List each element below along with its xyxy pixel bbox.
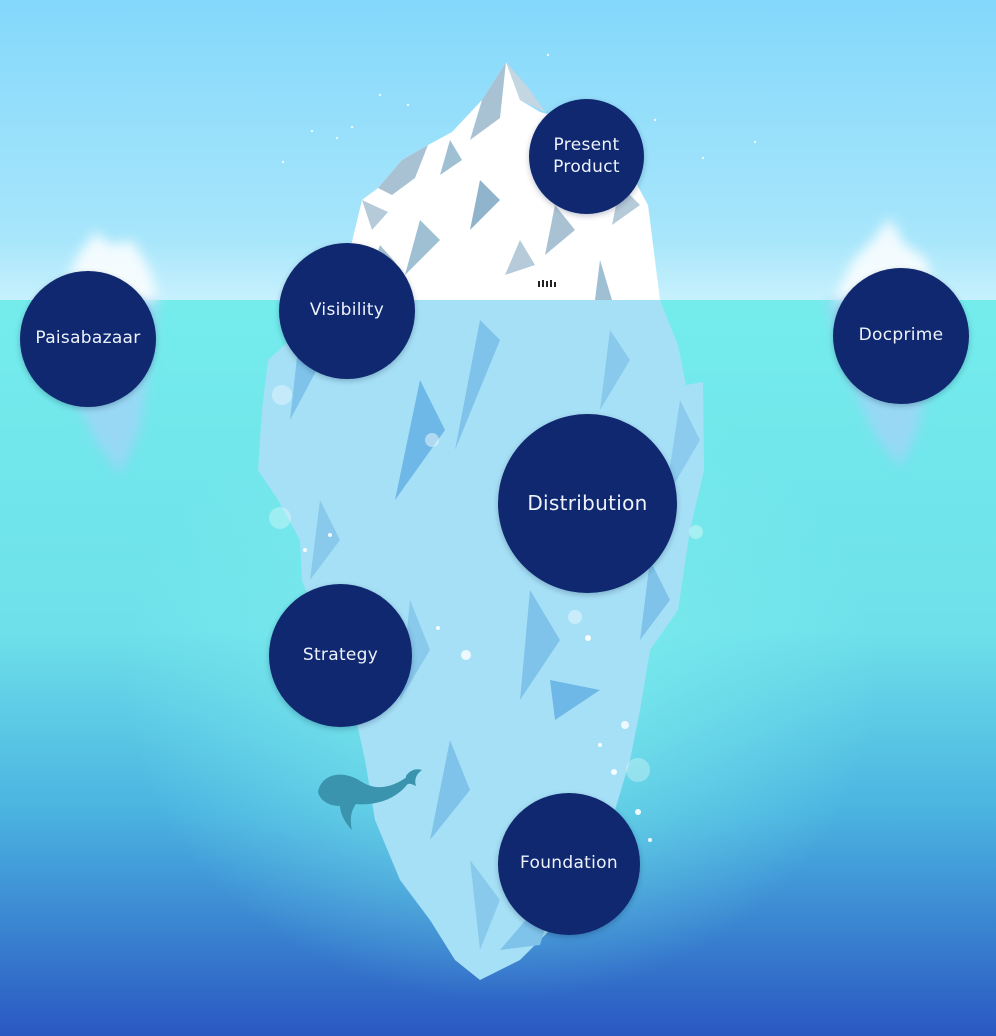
present-product-label: Present Product xyxy=(553,135,620,177)
foundation-node[interactable]: Foundation xyxy=(498,793,640,935)
strategy-node[interactable]: Strategy xyxy=(269,584,412,727)
foundation-label: Foundation xyxy=(520,853,618,874)
penguins-icon xyxy=(538,280,556,287)
distribution-node[interactable]: Distribution xyxy=(498,414,677,593)
visibility-node[interactable]: Visibility xyxy=(279,243,415,379)
visibility-label: Visibility xyxy=(309,300,385,321)
present-product-node[interactable]: Present Product xyxy=(529,99,644,214)
paisabazaar-label: Paisabazaar xyxy=(35,328,141,349)
whale-icon xyxy=(318,769,422,830)
distribution-label: Distribution xyxy=(527,491,648,515)
docprime-node[interactable]: Docprime xyxy=(833,268,969,404)
paisabazaar-node[interactable]: Paisabazaar xyxy=(20,271,156,407)
strategy-label: Strategy xyxy=(302,644,379,665)
docprime-label: Docprime xyxy=(858,325,944,346)
